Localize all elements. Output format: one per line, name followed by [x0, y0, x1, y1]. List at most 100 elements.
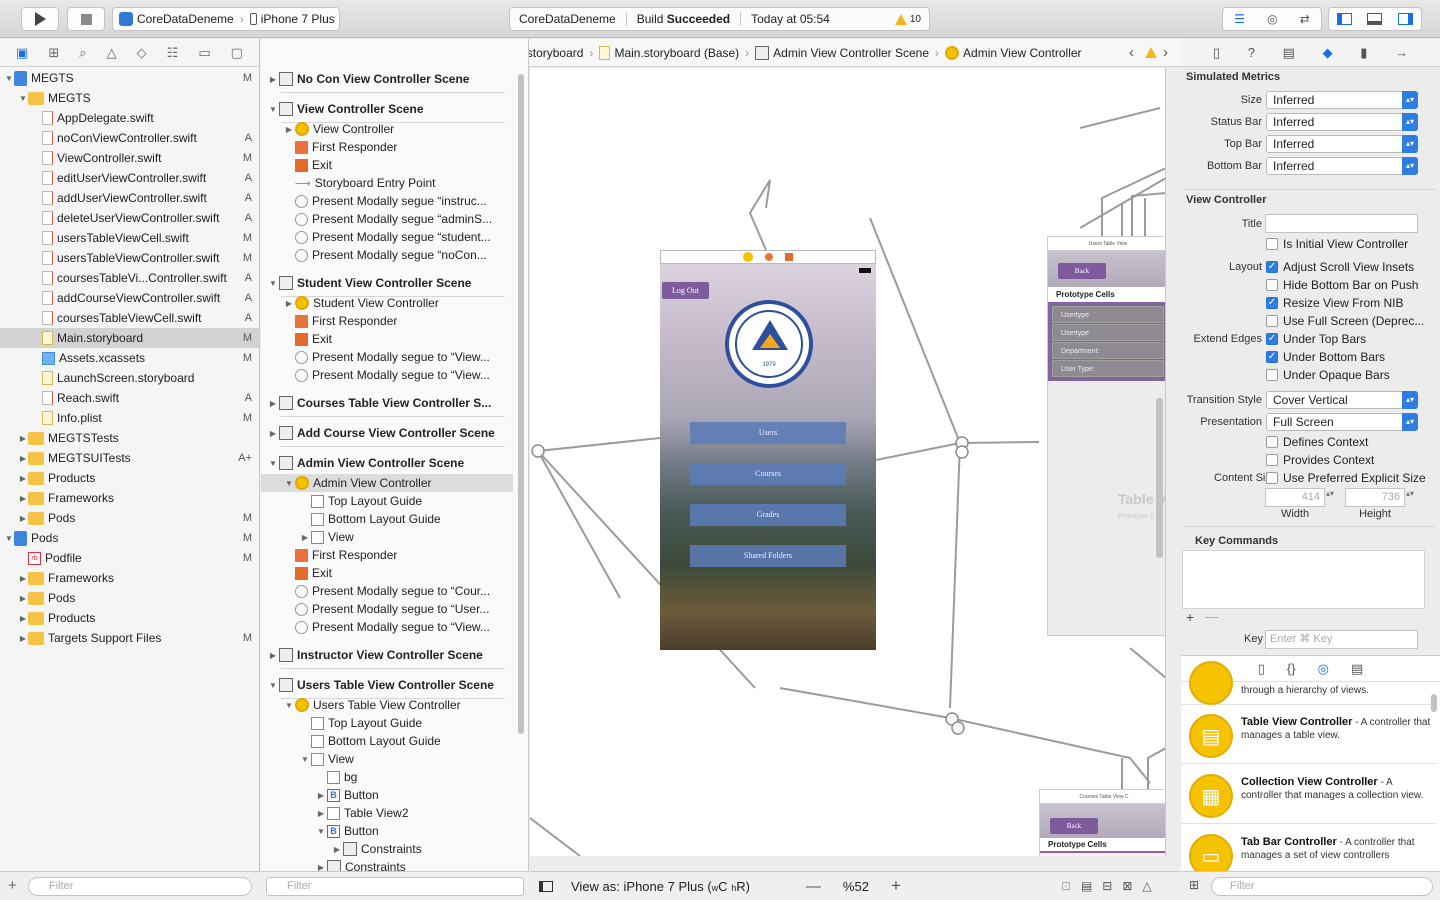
add-icon[interactable]: +	[8, 877, 17, 894]
identity-inspector-icon[interactable]: ▤	[1282, 44, 1295, 60]
folder-icon[interactable]: ▣	[16, 44, 29, 60]
disclosure-triangle-icon[interactable]: ▼	[269, 458, 277, 468]
back-button[interactable]: Back	[1058, 263, 1106, 279]
outline-item[interactable]: ▶Constraints	[261, 858, 513, 871]
library-scrollbar[interactable]	[1431, 694, 1437, 712]
outline-item[interactable]: ▶Table View2	[261, 804, 513, 822]
initial-vc-checkbox[interactable]: Is Initial View Controller	[1266, 237, 1408, 251]
outline-item[interactable]: Top Layout Guide	[261, 492, 513, 510]
full-screen-checkbox[interactable]: Use Full Screen (Deprec...	[1266, 314, 1424, 328]
title-field[interactable]	[1265, 214, 1418, 233]
add-icon[interactable]: +	[1186, 609, 1195, 625]
disclosure-triangle-icon[interactable]: ▶	[269, 74, 277, 84]
outline-filter-field[interactable]: Filter	[266, 877, 524, 896]
top-bar-popup[interactable]: Inferred▴▾	[1266, 135, 1418, 153]
bottom-bar-popup[interactable]: Inferred▴▾	[1266, 157, 1418, 175]
file-inspector-icon[interactable]: ▯	[1212, 44, 1220, 60]
disclosure-triangle-icon[interactable]: ▼	[19, 93, 27, 103]
disclosure-triangle-icon[interactable]: ▶	[285, 298, 293, 308]
disclosure-triangle-icon[interactable]: ▼	[285, 478, 293, 488]
disclosure-triangle-icon[interactable]: ▶	[269, 428, 277, 438]
report-icon[interactable]: ▢	[230, 44, 243, 60]
outline-item[interactable]: First Responder	[261, 138, 513, 156]
library-item[interactable]: ▤Table View Controller - A controller th…	[1181, 706, 1436, 764]
breadcrumb-item[interactable]: Main.storyboard (Base)	[614, 45, 740, 60]
breadcrumb-item[interactable]: Admin View Controller	[963, 45, 1082, 60]
outline-item[interactable]: Present Modally segue “noCon...	[261, 246, 513, 264]
disclosure-triangle-icon[interactable]: ▶	[19, 453, 27, 463]
outline-item[interactable]: ▼Users Table View Controller	[261, 696, 513, 714]
outline-item[interactable]: ⟶Storyboard Entry Point	[261, 174, 513, 192]
align-icon[interactable]: ⊟	[1102, 879, 1113, 893]
outline-item[interactable]: ▶View	[261, 528, 513, 546]
outline-scene[interactable]: ▼View Controller Scene	[261, 98, 513, 120]
outline-item[interactable]: Present Modally segue “student...	[261, 228, 513, 246]
file-item[interactable]: ▶Products	[0, 608, 259, 628]
back-button[interactable]: Back	[1050, 818, 1098, 834]
disclosure-triangle-icon[interactable]: ▶	[317, 808, 325, 818]
courses-table-view-scene[interactable]: Courses Table View C Back Prototype Cell…	[1039, 789, 1165, 856]
outline-item[interactable]: Exit	[261, 330, 513, 348]
disclosure-triangle-icon[interactable]: ▶	[19, 473, 27, 483]
height-field[interactable]: 736	[1345, 488, 1405, 507]
outline-item[interactable]: Present Modally segue to “View...	[261, 348, 513, 366]
disclosure-triangle-icon[interactable]: ▶	[301, 532, 309, 542]
adjust-scroll-checkbox[interactable]: ✓Adjust Scroll View Insets	[1266, 260, 1415, 274]
code-snippet-icon[interactable]: {}	[1286, 661, 1296, 676]
media-library-icon[interactable]: ▤	[1350, 660, 1364, 676]
key-commands-table[interactable]	[1182, 550, 1425, 609]
navigator-filter-field[interactable]: Filter	[28, 877, 252, 896]
provides-context-checkbox[interactable]: Provides Context	[1266, 453, 1374, 467]
next-issue-icon[interactable]: ›	[1163, 44, 1168, 61]
disclosure-triangle-icon[interactable]: ▶	[19, 493, 27, 503]
disclosure-triangle-icon[interactable]: ▶	[19, 593, 27, 603]
size-inspector-icon[interactable]: ▮	[1360, 44, 1368, 60]
file-item[interactable]: ▶MEGTSTests	[0, 428, 259, 448]
update-frames-icon[interactable]: ⊡	[1060, 879, 1071, 893]
outline-item[interactable]: ▶Constraints	[261, 840, 513, 858]
outline-toggle-icon[interactable]	[539, 880, 553, 892]
help-inspector-icon[interactable]: ?	[1247, 45, 1255, 60]
zoom-out-icon[interactable]: —	[805, 877, 821, 895]
view-as-label[interactable]: View as: iPhone 7 Plus (wC hR)	[571, 878, 750, 894]
outline-item[interactable]: ▶View Controller	[261, 120, 513, 138]
library-item[interactable]: ▭Tab Bar Controller - A controller that …	[1181, 826, 1436, 871]
presentation-popup[interactable]: Full Screen▴▾	[1266, 413, 1418, 431]
width-field[interactable]: 414	[1265, 488, 1325, 507]
explicit-size-checkbox[interactable]: Use Preferred Explicit Size	[1266, 471, 1426, 485]
stack-icon[interactable]: ▤	[1080, 879, 1093, 893]
outline-item[interactable]: Present Modally segue to “View...	[261, 366, 513, 384]
outline-item[interactable]: Present Modally segue to “Cour...	[261, 582, 513, 600]
file-item[interactable]: LaunchScreen.storyboard	[0, 368, 259, 388]
prev-issue-icon[interactable]: ‹	[1129, 44, 1134, 61]
file-item[interactable]: ▶Frameworks	[0, 568, 259, 588]
issue-icon[interactable]: △	[106, 44, 117, 60]
library-filter-field[interactable]: Filter	[1211, 877, 1433, 896]
debug-icon[interactable]: ☷	[166, 44, 179, 60]
under-opaque-bars-checkbox[interactable]: Under Opaque Bars	[1266, 368, 1390, 382]
scene-dock[interactable]	[660, 250, 876, 264]
disclosure-triangle-icon[interactable]: ▼	[269, 278, 277, 288]
file-item[interactable]: ▶Pods	[0, 588, 259, 608]
resolve-icon[interactable]: △	[1142, 879, 1152, 893]
height-stepper-icon[interactable]: ▴▾	[1406, 489, 1415, 498]
outline-item[interactable]: ▶Student View Controller	[261, 294, 513, 312]
width-stepper-icon[interactable]: ▴▾	[1326, 489, 1335, 498]
disclosure-triangle-icon[interactable]: ▼	[269, 104, 277, 114]
outline-scene[interactable]: ▶Instructor View Controller Scene	[261, 644, 513, 666]
under-bottom-bars-checkbox[interactable]: ✓Under Bottom Bars	[1266, 350, 1386, 364]
outline-item[interactable]: ▼View	[261, 750, 513, 768]
